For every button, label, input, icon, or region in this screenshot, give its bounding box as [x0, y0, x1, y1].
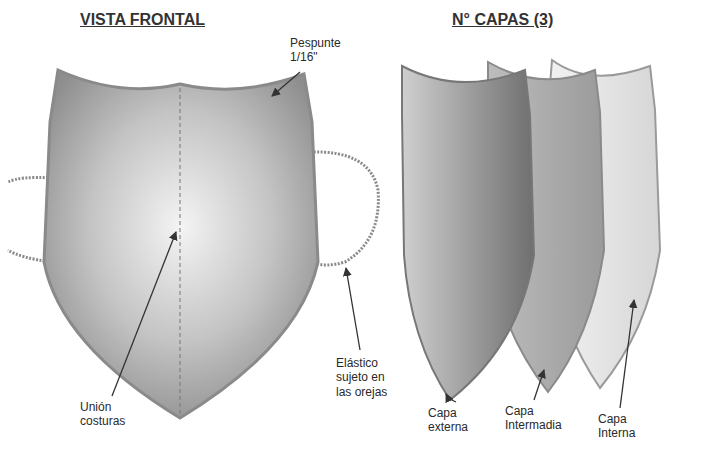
callout-label: Pespunte 1/16" — [290, 36, 360, 65]
mask-front — [44, 70, 318, 418]
callout-label: Capa Interna — [598, 412, 660, 441]
layers-heading: N° CAPAS (3) — [452, 10, 553, 29]
callout-label: Capa Intermadia — [505, 404, 577, 433]
leader-line — [112, 72, 634, 408]
outer-layer — [402, 66, 534, 400]
callout-label: Capa externa — [428, 406, 488, 435]
callout-label: Unión costuras — [80, 400, 150, 429]
callout-label: Elástico sujeto en las orejas — [336, 356, 400, 399]
seam-line — [180, 88, 181, 414]
view-heading: VISTA FRONTAL — [80, 10, 205, 29]
